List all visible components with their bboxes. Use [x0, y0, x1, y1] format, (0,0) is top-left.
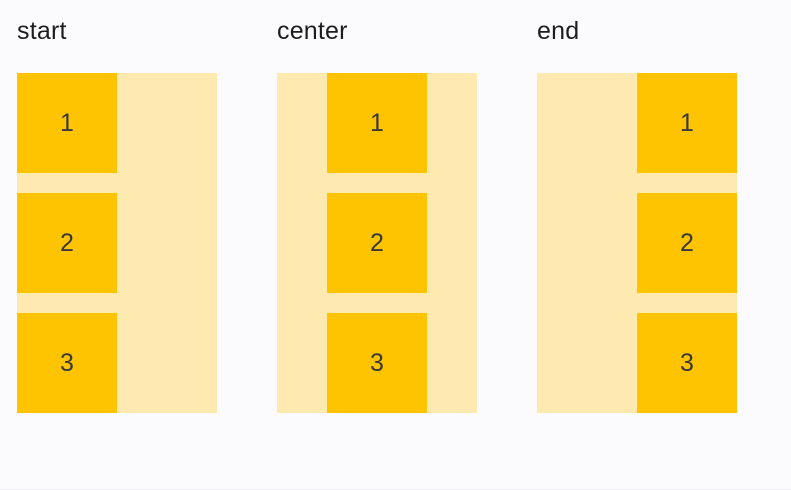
alignment-container-end: 1 2 3 [537, 73, 737, 413]
demo-item: 1 [17, 73, 117, 173]
demo-item: 3 [17, 313, 117, 413]
alignment-container-center: 1 2 3 [277, 73, 477, 413]
group-label-center: center [277, 17, 348, 45]
demo-item: 3 [327, 313, 427, 413]
demo-item: 3 [637, 313, 737, 413]
group-center: center 1 2 3 [277, 14, 477, 413]
group-end: end 1 2 3 [537, 14, 737, 413]
demo-item: 2 [637, 193, 737, 293]
group-label-start: start [17, 17, 67, 45]
group-label-end: end [537, 17, 580, 45]
demo-item: 1 [327, 73, 427, 173]
alignment-container-start: 1 2 3 [17, 73, 217, 413]
alignment-demo: start 1 2 3 center 1 2 3 end 1 2 3 [17, 14, 737, 413]
group-start: start 1 2 3 [17, 14, 217, 413]
demo-item: 2 [17, 193, 117, 293]
demo-item: 1 [637, 73, 737, 173]
demo-item: 2 [327, 193, 427, 293]
